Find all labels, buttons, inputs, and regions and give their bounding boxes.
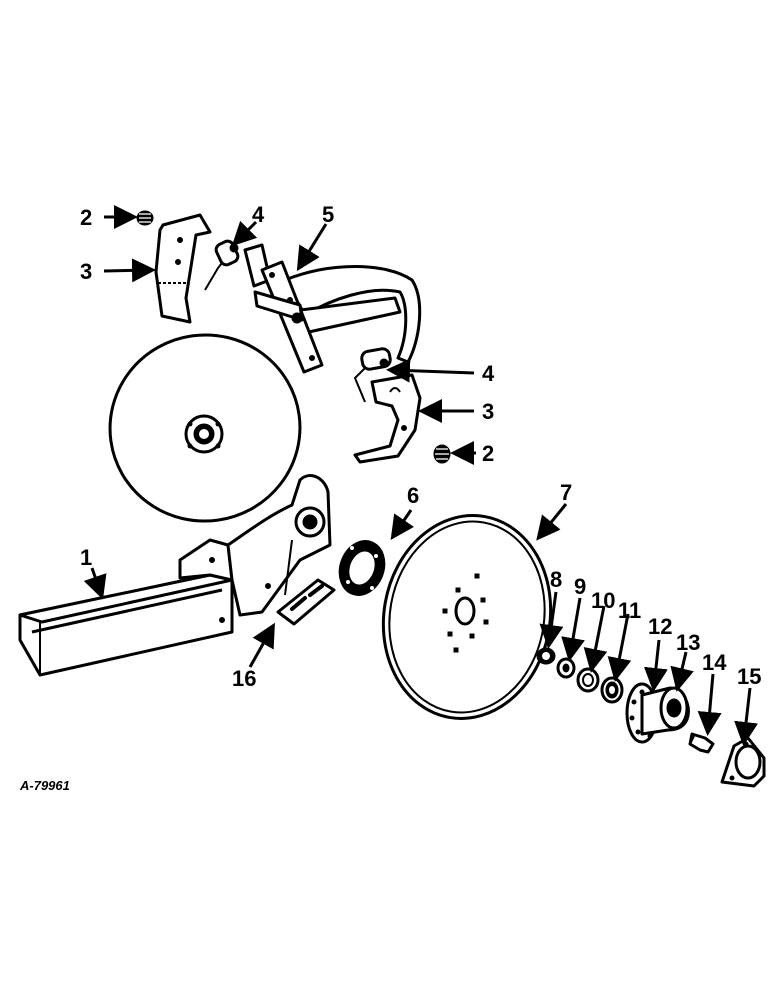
- callout-12: 12: [648, 614, 672, 639]
- callout-9: 9: [574, 574, 586, 599]
- adjustment-plate: [276, 578, 336, 626]
- callout-13: 13: [676, 630, 700, 655]
- callout-6: 6: [407, 483, 419, 508]
- callout-4-upper: 4: [252, 202, 265, 227]
- callout-3-lower: 3: [482, 399, 494, 424]
- callout-14: 14: [702, 650, 727, 675]
- callout-16: 16: [232, 666, 256, 691]
- callout-15: 15: [737, 664, 761, 689]
- callout-10: 10: [591, 588, 615, 613]
- spring-pin-lower: [353, 347, 392, 403]
- callout-labels: 2 3 4 5 4 3 2 1 6 7 8 9 10 11 12 13 14 1…: [80, 202, 761, 691]
- washer: [556, 657, 576, 679]
- scraper-arm: [243, 243, 324, 374]
- dust-cap: [720, 736, 766, 788]
- callout-5: 5: [322, 202, 334, 227]
- callout-3-upper: 3: [80, 259, 92, 284]
- seal: [536, 647, 556, 665]
- shank-assembly: [18, 474, 332, 677]
- callout-1: 1: [80, 545, 92, 570]
- closing-disc: [381, 514, 553, 720]
- callout-leaders: [83, 205, 758, 746]
- bracket-upper: [154, 213, 212, 324]
- opener-disc: [108, 333, 302, 523]
- cap-screw: [688, 732, 715, 754]
- callout-11: 11: [618, 598, 641, 623]
- callout-4-lower: 4: [482, 361, 495, 386]
- wheel-hub: [625, 682, 690, 744]
- bracket-lower: [353, 373, 422, 464]
- spring-lower: [433, 444, 451, 464]
- bearing: [600, 676, 624, 704]
- figure-code: A-79961: [19, 778, 70, 793]
- callout-2-lower: 2: [482, 441, 494, 466]
- spring-pin-upper: [204, 239, 240, 291]
- callout-8: 8: [550, 567, 562, 592]
- callout-7: 7: [560, 480, 572, 505]
- spring-upper: [136, 210, 154, 226]
- callout-2-upper: 2: [80, 205, 92, 230]
- hub-gasket: [338, 540, 386, 596]
- bearing-cone: [576, 667, 600, 693]
